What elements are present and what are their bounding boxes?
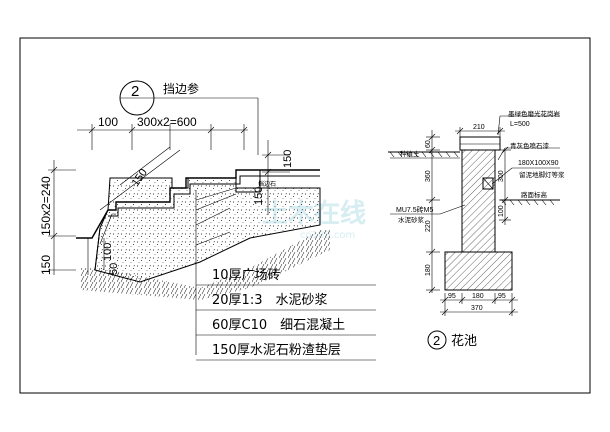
dim-top-a: 100 xyxy=(98,115,118,129)
soil-layer xyxy=(80,230,330,300)
right-vertical-dims: 150 150 xyxy=(253,140,294,215)
planter-vertical-dims: 60 360 220 180 xyxy=(425,130,440,294)
layer-note-1: 10厚广场砖 xyxy=(212,268,281,283)
dim-side-prefix: 150 xyxy=(39,255,53,275)
edge-stone xyxy=(235,169,261,193)
title-circle xyxy=(427,330,447,350)
callout-number: 2 xyxy=(131,83,139,100)
planter-bottom-dims: 95 180 95 370 xyxy=(440,293,518,316)
dim-side-left: 150x2=240 xyxy=(39,176,53,236)
callout-text: 挡边参 xyxy=(163,81,199,96)
dim-right-150: 150 xyxy=(282,150,294,168)
dim-100: 100 xyxy=(498,205,505,217)
dim-vertical-mid: 150 xyxy=(253,187,265,205)
left-vertical-dimension: 150x2=240 150 xyxy=(39,160,76,275)
label-mu: MU7.5砖M5 xyxy=(396,205,433,214)
detail-callout: 2 挡边参 xyxy=(119,80,259,155)
small-note: 挡边石 xyxy=(258,180,276,188)
label-lamp: 留泥地脚灯等浆 xyxy=(519,170,565,179)
dim-top-b: 300x2=600 xyxy=(137,115,197,129)
dim-370: 370 xyxy=(471,305,483,312)
dim-lower-50: 50 xyxy=(108,263,120,275)
planter-right-dims: 300 100 xyxy=(498,146,511,225)
dim-60: 60 xyxy=(425,140,432,148)
layer-note-2: 20厚1:3 水泥砂浆 xyxy=(212,293,327,308)
dim-95b: 95 xyxy=(498,293,506,300)
top-dimension: 100 300x2=600 xyxy=(77,115,248,150)
coping-cap xyxy=(459,136,501,151)
layer-notes: 10厚广场砖 20厚1:3 水泥砂浆 60厚C10 细石混凝土 150厚水泥石粉… xyxy=(196,268,376,361)
label-ground: 路面标高 xyxy=(521,190,548,199)
dim-300: 300 xyxy=(498,170,505,182)
planter-title: 2 花池 xyxy=(427,330,477,350)
lamp-box xyxy=(482,177,494,190)
title-text: 花池 xyxy=(451,333,477,349)
label-mortar: 水泥砂浆 xyxy=(398,215,425,224)
dim-95a: 95 xyxy=(448,293,456,300)
dim-lower-100: 100 xyxy=(102,243,114,261)
layer-note-4: 150厚水泥石粉渣垫层 xyxy=(212,342,341,358)
dim-210: 210 xyxy=(473,124,485,131)
label-plant: 种植土 xyxy=(400,149,420,158)
drawing-frame xyxy=(19,37,591,394)
label-cap: 墨绿色磨光花岗岩 xyxy=(508,109,561,118)
step-section-detail: 2 挡边参 100 300x2=600 xyxy=(39,80,376,361)
dim-180-v: 180 xyxy=(425,264,432,276)
dim-180: 180 xyxy=(472,293,484,300)
planter-section-detail: 墨绿色磨光花岗岩 L=500 青灰色喷石漆 180X100X90 留泥地脚灯等浆… xyxy=(388,109,565,350)
dim-220: 220 xyxy=(425,220,432,232)
label-len: L=500 xyxy=(510,121,530,128)
layer-note-3: 60厚C10 细石混凝土 xyxy=(212,317,345,333)
title-number: 2 xyxy=(433,333,440,348)
lower-left-dims: 100 50 xyxy=(87,238,120,275)
label-coping: 青灰色喷石漆 xyxy=(510,141,550,150)
dim-360: 360 xyxy=(425,170,432,182)
layer-leaders xyxy=(195,187,237,355)
label-lamp-size: 180X100X90 xyxy=(518,160,559,167)
